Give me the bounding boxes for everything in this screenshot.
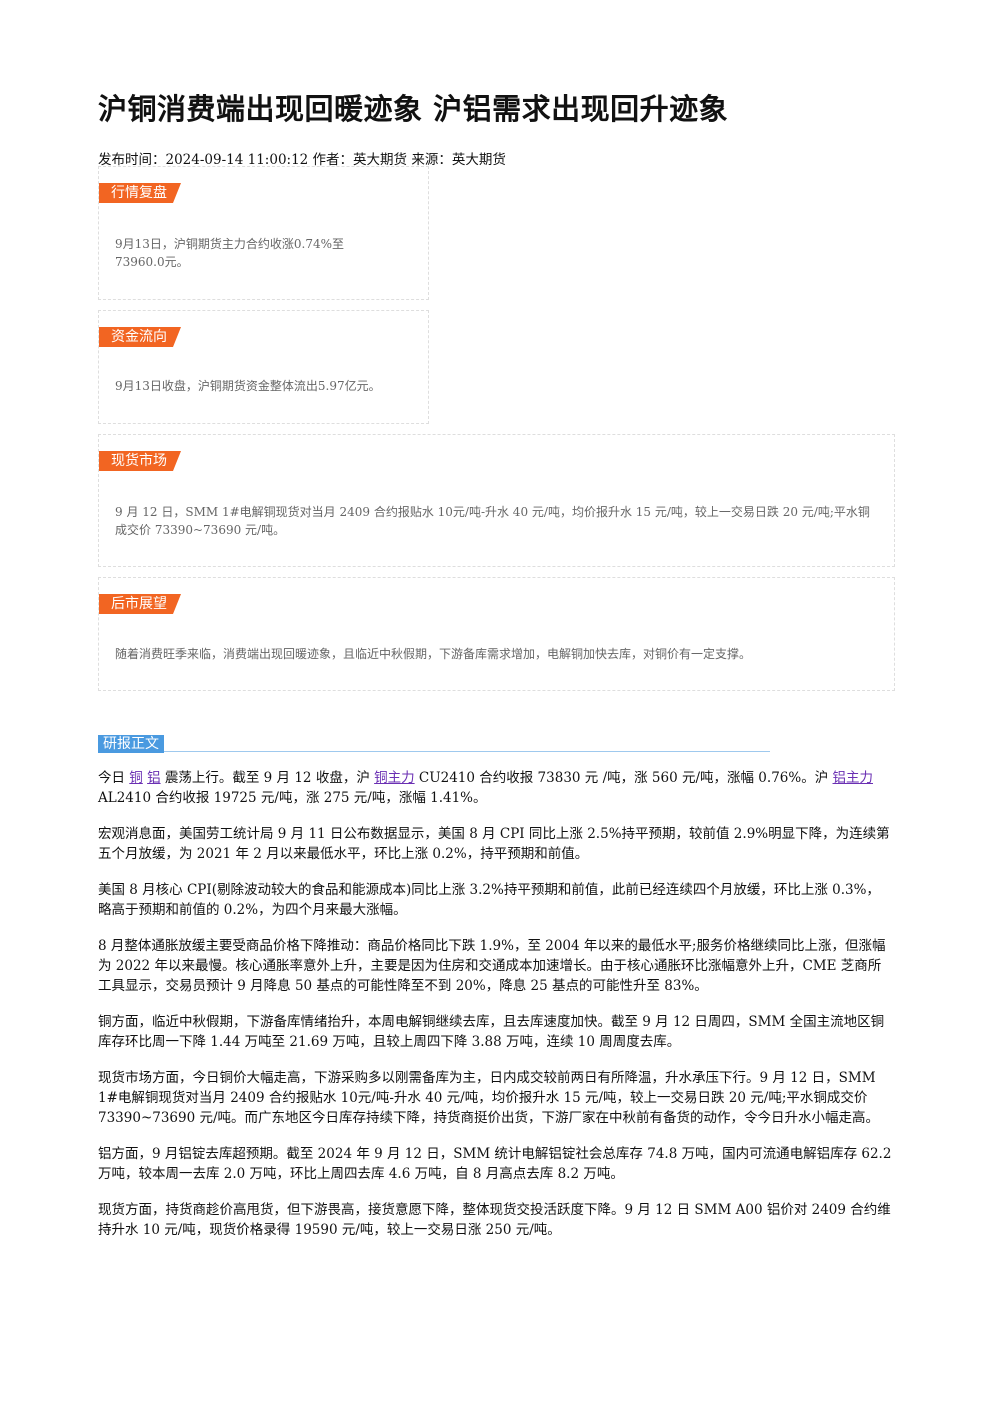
paragraph-spot: 现货方面，持货商趁价高甩货，但下游畏高，接货意愿下降，整体现货交投活跃度下降。9… (98, 1202, 891, 1238)
intro-text-5: AL2410 合约收报 19725 元/吨，涨 275 元/吨，涨幅 1.41%… (98, 790, 487, 806)
paragraph-copper: 铜方面，临近中秋假期，下游备库情绪抬升，本周电解铜继续去库，且去库速度加快。截至… (98, 1014, 885, 1050)
paragraph-inflation: 8 月整体通胀放缓主要受商品价格下降推动：商品价格同比下跌 1.9%，至 200… (98, 938, 886, 994)
report-body-header: 研报正文 (98, 733, 770, 753)
intro-text-3: 震荡上行。截至 9 月 12 收盘，沪 (160, 770, 375, 786)
paragraph-spot-market: 现货市场方面，今日铜价大幅走高，下游采购多以刚需备库为主，日内成交较前两日有所降… (98, 1070, 880, 1126)
outlook-tag: 后市展望 (99, 594, 181, 614)
page-title: 沪铜消费端出现回暖迹象 沪铝需求出现回升迹象 (98, 92, 729, 126)
outlook-box: 后市展望 随着消费旺季来临，消费端出现回暖迹象，且临近中秋假期，下游备库需求增加… (98, 577, 895, 691)
link-copper-main[interactable]: 铜主力 (374, 770, 415, 786)
market-review-tag: 行情复盘 (99, 183, 181, 203)
link-copper[interactable]: 铜 (129, 770, 143, 786)
report-body-label: 研报正文 (98, 735, 164, 753)
market-review-line-2: 73960.0元。 (115, 255, 189, 269)
paragraph-intro: 今日 铜 铝 震荡上行。截至 9 月 12 收盘，沪 铜主力 CU2410 合约… (98, 768, 892, 808)
market-review-line-1: 9月13日，沪铜期货主力合约收涨0.74%至 (115, 237, 345, 251)
publish-meta: 发布时间：2024-09-14 11:00:12 作者：英大期货 来源：英大期货 (98, 152, 506, 168)
intro-text-4: CU2410 合约收报 73830 元 /吨，涨 560 元/吨，涨幅 0.76… (414, 770, 833, 786)
spot-market-box: 现货市场 9 月 12 日，SMM 1#电解铜现货对当月 2409 合约报贴水 … (98, 434, 895, 567)
fund-flow-box: 资金流向 9月13日收盘，沪铜期货资金整体流出5.97亿元。 (98, 310, 429, 424)
paragraph-aluminum: 铝方面，9 月铝锭去库超预期。截至 2024 年 9 月 12 日，SMM 统计… (98, 1146, 892, 1182)
report-body: 今日 铜 铝 震荡上行。截至 9 月 12 收盘，沪 铜主力 CU2410 合约… (98, 768, 892, 1256)
paragraph-macro: 宏观消息面，美国劳工统计局 9 月 11 日公布数据显示，美国 8 月 CPI … (98, 826, 890, 862)
spot-market-tag: 现货市场 (99, 451, 181, 471)
market-review-box: 行情复盘 9月13日，沪铜期货主力合约收涨0.74%至 73960.0元。 (98, 166, 429, 300)
spot-market-text: 9 月 12 日，SMM 1#电解铜现货对当月 2409 合约报贴水 10元/吨… (115, 505, 870, 537)
fund-flow-tag: 资金流向 (99, 327, 181, 347)
paragraph-core-cpi: 美国 8 月核心 CPI(剔除波动较大的食品和能源成本)同比上涨 3.2%持平预… (98, 882, 880, 918)
intro-text-1: 今日 (98, 770, 130, 786)
link-aluminum[interactable]: 铝 (147, 770, 161, 786)
link-aluminum-main[interactable]: 铝主力 (832, 770, 874, 786)
outlook-text: 随着消费旺季来临，消费端出现回暖迹象，且临近中秋假期，下游备库需求增加，电解铜加… (115, 647, 752, 661)
fund-flow-text: 9月13日收盘，沪铜期货资金整体流出5.97亿元。 (115, 379, 381, 393)
market-review-text: 9月13日，沪铜期货主力合约收涨0.74%至 73960.0元。 (115, 235, 344, 271)
